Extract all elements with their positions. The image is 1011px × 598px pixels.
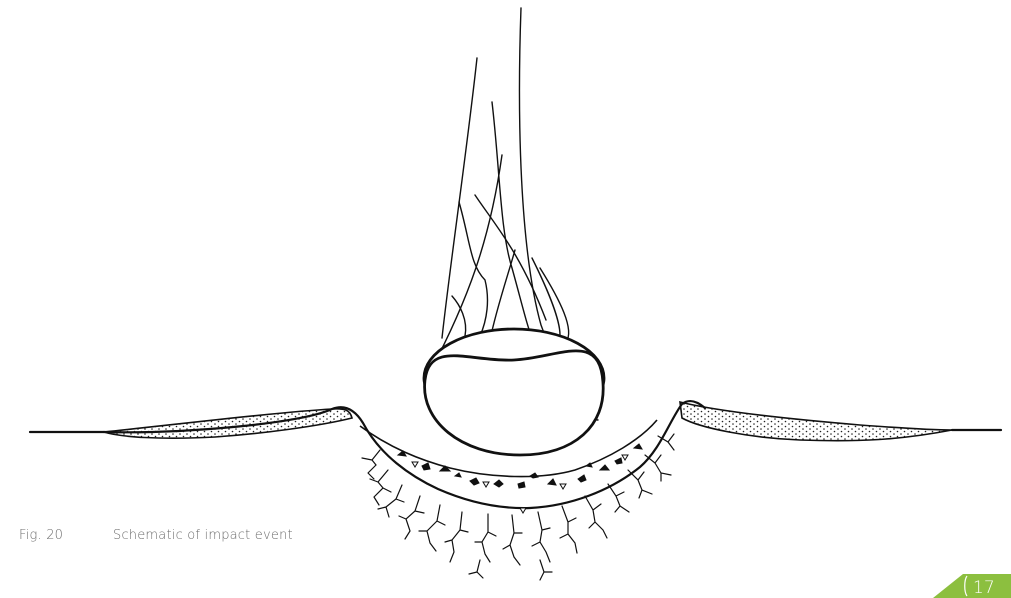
page-number-tab: 17 xyxy=(933,574,1011,598)
ejecta-blanket-left xyxy=(104,409,352,438)
page-number: 17 xyxy=(973,578,995,598)
figure-caption-text: Schematic of impact event xyxy=(113,528,293,543)
ejecta-blanket-right xyxy=(680,402,952,441)
meteor-body xyxy=(424,329,604,455)
page-tab-shape xyxy=(933,574,1011,598)
figure-number: Fig. 20 xyxy=(19,528,113,543)
